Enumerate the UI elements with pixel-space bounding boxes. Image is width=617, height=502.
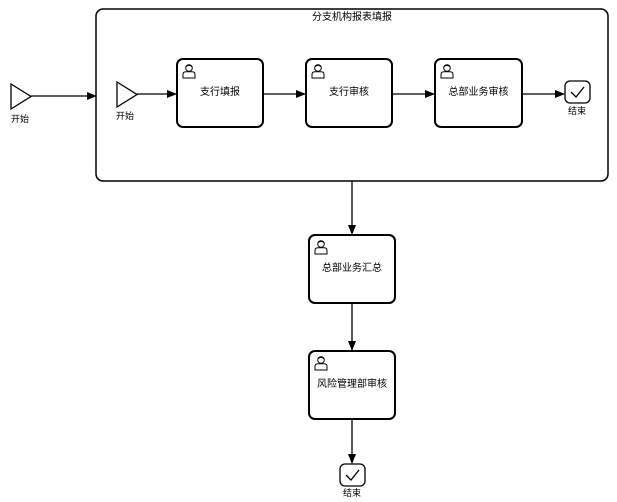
user-icon xyxy=(311,64,325,79)
task-label: 总部业务审核 xyxy=(448,87,509,98)
task-hq-business-review[interactable]: 总部业务审核 xyxy=(434,58,523,128)
task-risk-management-review[interactable]: 风险管理部审核 xyxy=(308,350,396,420)
inner-end-event[interactable] xyxy=(564,80,591,104)
user-icon xyxy=(182,64,196,79)
task-label: 支行填报 xyxy=(200,87,240,98)
task-branch-review[interactable]: 支行审核 xyxy=(305,58,393,128)
subprocess-title: 分支机构报表填报 xyxy=(312,12,392,23)
task-label: 风险管理部审核 xyxy=(317,379,387,390)
user-icon xyxy=(314,240,328,255)
check-icon xyxy=(570,86,585,98)
inner-start-label: 开始 xyxy=(115,112,135,122)
task-label: 总部业务汇总 xyxy=(322,263,382,274)
inner-start-event[interactable] xyxy=(116,80,139,109)
user-icon xyxy=(314,356,328,371)
inner-end-label: 结束 xyxy=(567,107,587,117)
task-hq-business-summary[interactable]: 总部业务汇总 xyxy=(308,234,396,304)
outer-start-label: 开始 xyxy=(10,115,30,125)
final-end-event[interactable] xyxy=(339,463,366,487)
user-icon xyxy=(440,64,454,79)
outer-start-event[interactable] xyxy=(10,82,33,111)
task-label: 支行审核 xyxy=(329,87,369,98)
final-end-label: 结束 xyxy=(342,489,362,499)
task-branch-fill[interactable]: 支行填报 xyxy=(176,58,264,128)
check-icon xyxy=(345,469,360,481)
